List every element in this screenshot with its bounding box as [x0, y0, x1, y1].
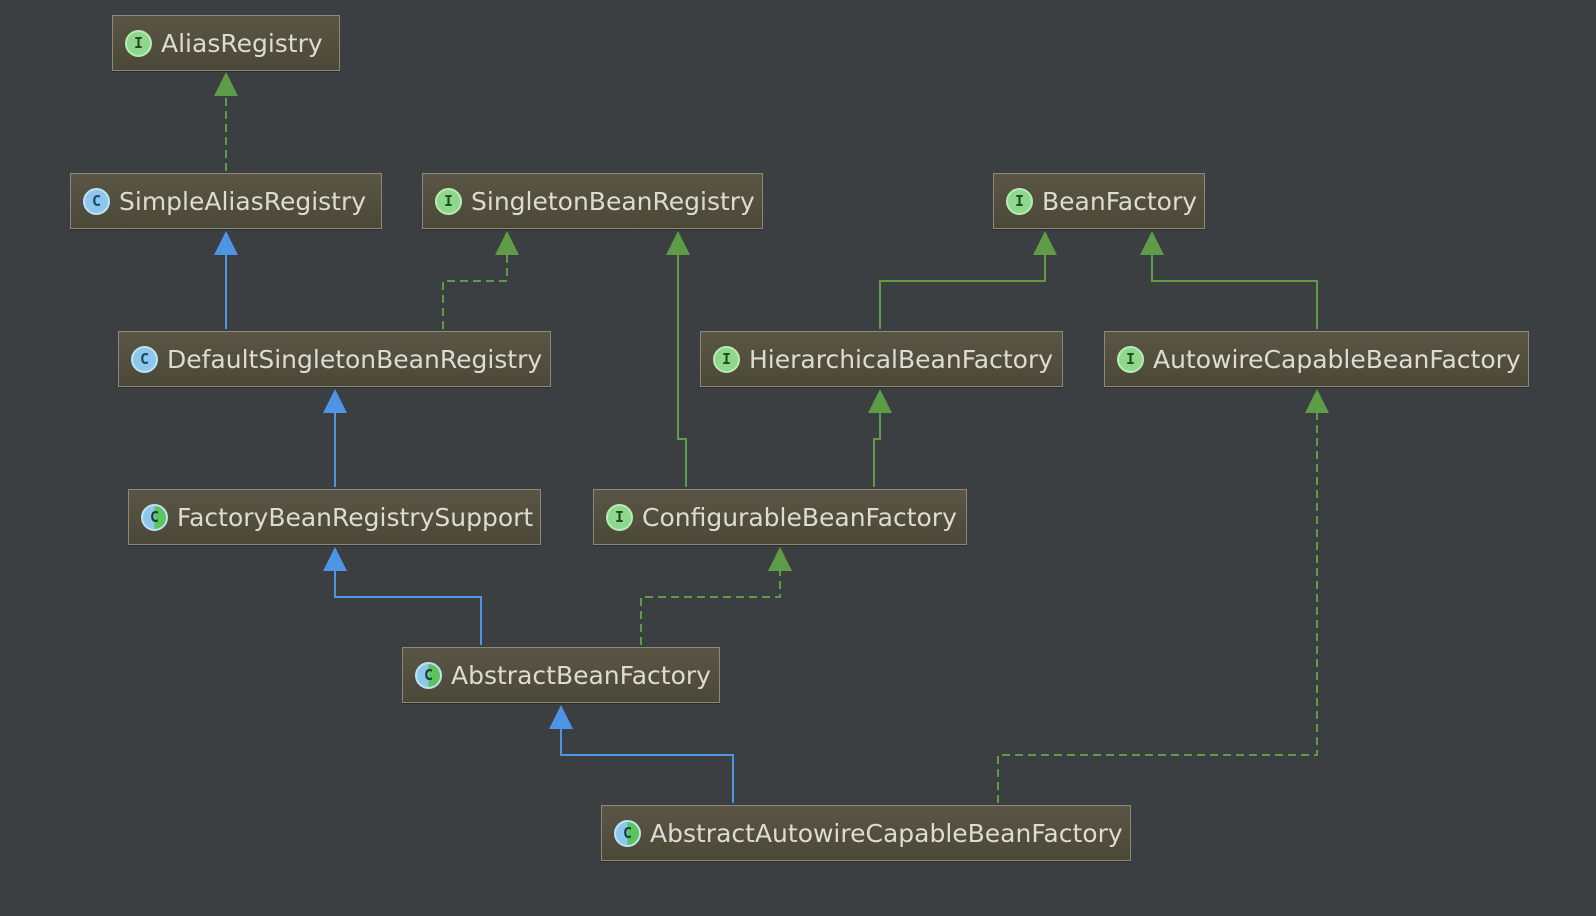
edge-arrowhead — [214, 231, 238, 255]
node-label: ConfigurableBeanFactory — [642, 502, 957, 532]
abstract-class-icon: C — [141, 503, 168, 531]
node-abstract-autowire-capable-bean-factory[interactable]: C AbstractAutowireCapableBeanFactory — [601, 805, 1131, 861]
interface-icon: I — [606, 503, 633, 531]
edge-arrowhead — [323, 547, 347, 571]
node-factory-bean-registry-support[interactable]: C FactoryBeanRegistrySupport — [128, 489, 541, 545]
interface-icon: I — [713, 345, 740, 373]
edge-extends-interface-line — [1151, 233, 1318, 329]
node-label: AutowireCapableBeanFactory — [1153, 344, 1521, 374]
edge-implements-line — [640, 549, 781, 645]
node-hierarchical-bean-factory[interactable]: I HierarchicalBeanFactory — [700, 331, 1063, 387]
edge-arrowhead — [495, 231, 519, 255]
edge-arrowhead — [323, 389, 347, 413]
node-label: FactoryBeanRegistrySupport — [177, 502, 534, 532]
edge-arrowhead — [666, 231, 690, 255]
edge-extends-interface-line — [879, 233, 1046, 329]
node-simple-alias-registry[interactable]: C SimpleAliasRegistry — [70, 173, 382, 229]
interface-icon: I — [125, 29, 152, 57]
node-configurable-bean-factory[interactable]: I ConfigurableBeanFactory — [593, 489, 967, 545]
edge-implements-line — [442, 233, 508, 329]
edge-arrowhead — [868, 389, 892, 413]
edge-arrowhead — [549, 705, 573, 729]
node-label: AbstractAutowireCapableBeanFactory — [650, 818, 1123, 848]
node-label: SingletonBeanRegistry — [471, 186, 755, 216]
node-autowire-capable-bean-factory[interactable]: I AutowireCapableBeanFactory — [1104, 331, 1529, 387]
node-bean-factory[interactable]: I BeanFactory — [993, 173, 1205, 229]
edge-extends-interface-line — [873, 391, 881, 487]
edge-arrowhead — [1305, 389, 1329, 413]
interface-icon: I — [1117, 345, 1144, 373]
node-label: AliasRegistry — [161, 28, 323, 58]
edge-arrowhead — [214, 72, 238, 96]
node-label: HierarchicalBeanFactory — [749, 344, 1054, 374]
edge-extends-line — [560, 707, 734, 803]
node-label: SimpleAliasRegistry — [119, 186, 367, 216]
node-label: BeanFactory — [1042, 186, 1198, 216]
edge-arrowhead — [1033, 231, 1057, 255]
edge-extends-line — [334, 549, 482, 645]
interface-icon: I — [435, 187, 462, 215]
node-alias-registry[interactable]: I AliasRegistry — [112, 15, 340, 71]
abstract-class-icon: C — [614, 819, 641, 847]
abstract-class-icon: C — [415, 661, 442, 689]
edge-extends-interface-line — [677, 233, 687, 487]
class-icon: C — [83, 187, 110, 215]
interface-icon: I — [1006, 187, 1033, 215]
node-default-singleton-bean-registry[interactable]: C DefaultSingletonBeanRegistry — [118, 331, 551, 387]
node-abstract-bean-factory[interactable]: C AbstractBeanFactory — [402, 647, 720, 703]
node-label: DefaultSingletonBeanRegistry — [167, 344, 543, 374]
class-icon: C — [131, 345, 158, 373]
edge-implements-line — [997, 391, 1318, 803]
edge-arrowhead — [768, 547, 792, 571]
node-label: AbstractBeanFactory — [451, 660, 711, 690]
edge-arrowhead — [1140, 231, 1164, 255]
node-singleton-bean-registry[interactable]: I SingletonBeanRegistry — [422, 173, 763, 229]
